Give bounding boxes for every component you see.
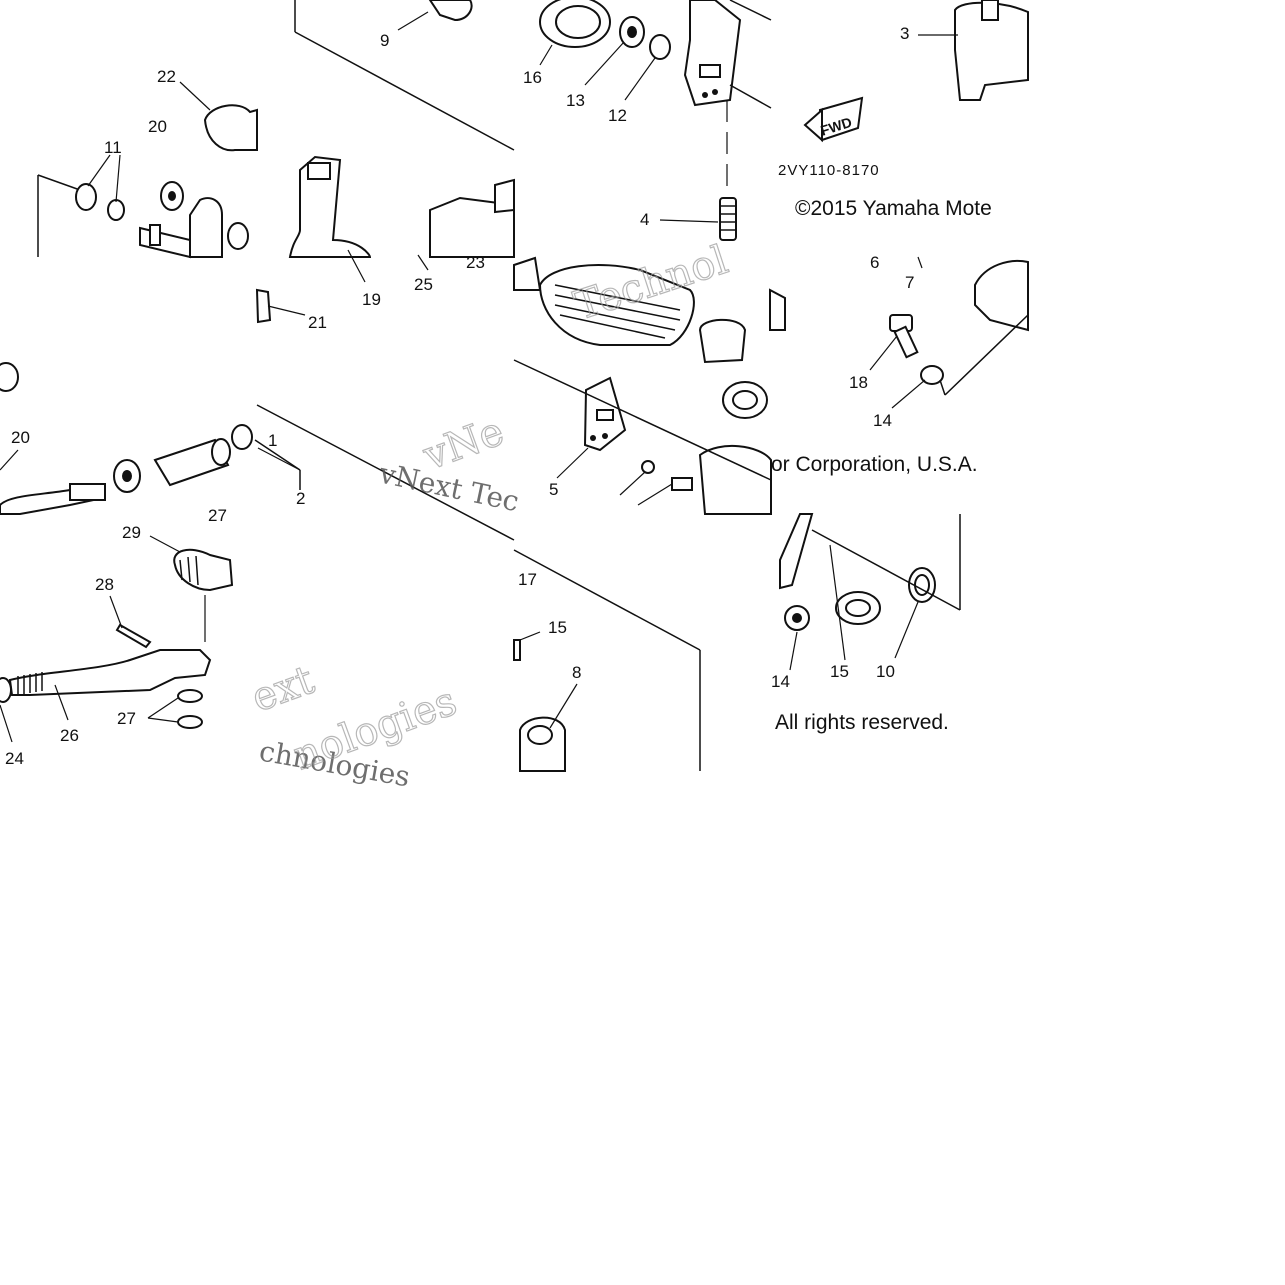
callout-7: 7: [905, 273, 914, 292]
callout-21: 21: [308, 313, 327, 332]
callout-28: 28: [95, 575, 114, 594]
callout-10: 10: [876, 662, 895, 681]
callout-20: 20: [148, 117, 167, 136]
tile-r3c3: [513, 549, 701, 772]
callout-23: 23: [466, 253, 485, 272]
callout-20: 20: [11, 428, 30, 447]
callout-9: 9: [380, 31, 389, 50]
watermark-text: ext: [246, 657, 320, 722]
callout-18: 18: [849, 373, 868, 392]
callout-14: 14: [873, 411, 892, 430]
watermark-text: vNe: [417, 408, 510, 479]
callout-numbers: 9 16 13 12 3 22 20 11 4 19 25 23 21 6 7 …: [5, 24, 914, 768]
callout-12: 12: [608, 106, 627, 125]
tile-r1c4: [803, 0, 1029, 143]
callout-16: 16: [523, 68, 542, 87]
tile-r1c1: [37, 104, 258, 259]
tile-r2c4: [889, 259, 1029, 396]
callout-17: 17: [518, 570, 537, 589]
callout-24: 24: [5, 749, 24, 768]
callout-15: 15: [548, 618, 567, 637]
callout-leaders: [0, 11, 958, 743]
part-number-code: 2VY110-8170: [778, 162, 880, 179]
callout-6: 6: [870, 253, 879, 272]
callout-25: 25: [414, 275, 433, 294]
callout-22: 22: [157, 67, 176, 86]
tile-r1c3: [539, 0, 772, 241]
tile-r3c4: [779, 513, 961, 631]
copyright-line-1: ©2015 Yamaha Mote: [795, 197, 992, 220]
callout-3: 3: [900, 24, 909, 43]
callout-27: 27: [117, 709, 136, 728]
copyright-line-3: All rights reserved.: [775, 711, 949, 734]
callout-19: 19: [362, 290, 381, 309]
tile-r3c1: [0, 548, 234, 729]
callout-29: 29: [122, 523, 141, 542]
callout-13: 13: [566, 91, 585, 110]
copyright-line-2: or Corporation, U.S.A.: [771, 453, 978, 476]
tile-r2c3: [513, 256, 786, 515]
callout-2: 2: [296, 489, 305, 508]
callout-8: 8: [572, 663, 581, 682]
callout-1: 1: [268, 431, 277, 450]
tile-r2c2: [255, 288, 515, 541]
tile-r2c1: [0, 362, 301, 515]
callout-11: 11: [104, 138, 122, 157]
callout-27: 27: [208, 506, 227, 525]
callout-4: 4: [640, 210, 649, 229]
callout-5: 5: [549, 480, 558, 499]
callout-14: 14: [771, 672, 790, 691]
callout-15: 15: [830, 662, 849, 681]
tile-r1c2: [288, 0, 515, 258]
callout-26: 26: [60, 726, 79, 745]
